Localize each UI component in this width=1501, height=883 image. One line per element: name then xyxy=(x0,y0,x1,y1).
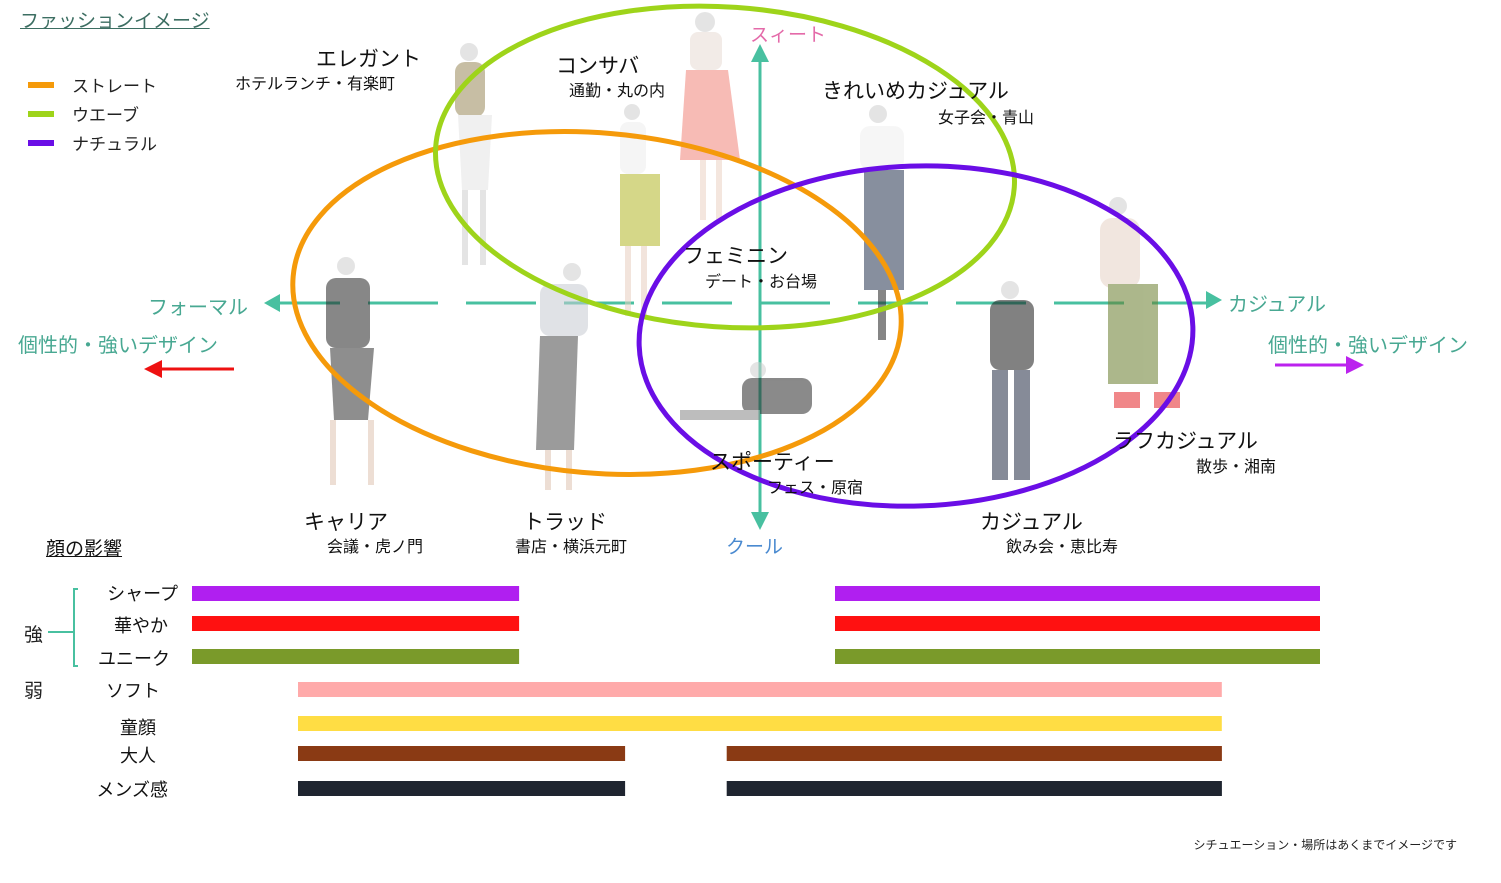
right-design-note: 個性的・強いデザイン xyxy=(1268,333,1468,357)
left-strong-design-arrow xyxy=(144,360,234,378)
bar-label-babyface: 童顔 xyxy=(120,718,156,739)
face-impact-title: 顔の影響 xyxy=(46,538,123,560)
legend-swatch-straight xyxy=(28,81,54,88)
legend-item-wave: ウエーブ xyxy=(28,101,139,126)
weak-label: 弱 xyxy=(24,680,44,702)
axis-left-label: フォーマル xyxy=(148,295,248,319)
arrow-down-icon xyxy=(751,512,769,530)
style-place-elegant: ホテルランチ・有楽町 xyxy=(235,74,396,93)
style-place-sporty: フェス・原宿 xyxy=(767,478,864,497)
arrow-right-icon xyxy=(1206,291,1222,309)
face-bar-0-0 xyxy=(192,586,520,601)
legend-label: ウエーブ xyxy=(72,106,139,126)
figure-clean-casual xyxy=(860,105,904,340)
face-bar-1-0 xyxy=(192,616,520,631)
legend-label: ナチュラル xyxy=(72,135,157,155)
style-name-casual: カジュアル xyxy=(980,510,1083,534)
face-impression-bars xyxy=(192,586,1320,796)
face-bar-4-0 xyxy=(298,716,1222,731)
bar-label-mature: 大人 xyxy=(120,746,156,767)
axis-bottom-label: クール xyxy=(726,536,784,558)
straight-ellipse xyxy=(290,129,904,477)
legend-item-natural: ナチュラル xyxy=(28,130,157,155)
strong-bracket xyxy=(48,588,78,667)
strong-label: 強 xyxy=(24,624,44,646)
style-place-traditional: 書店・横浜元町 xyxy=(515,537,628,556)
style-name-elegant: エレガント xyxy=(316,47,421,71)
style-place-conservative: 通勤・丸の内 xyxy=(569,81,666,100)
legend-swatch-natural xyxy=(28,139,54,146)
arrow-left-red-icon xyxy=(144,360,162,378)
bar-label-gorgeous: 華やか xyxy=(114,616,168,637)
legend-label: ストレート xyxy=(72,77,157,97)
arrow-up-icon xyxy=(751,44,769,62)
style-name-feminine: フェミニン xyxy=(683,244,788,268)
face-bar-5-0 xyxy=(298,746,626,761)
page-title: ファッションイメージ xyxy=(20,10,210,32)
style-place-relaxed-casual: 散歩・湘南 xyxy=(1196,457,1277,476)
bar-label-soft: ソフト xyxy=(106,681,160,702)
style-place-feminine: デート・お台場 xyxy=(705,272,818,291)
style-name-career: キャリア xyxy=(304,510,388,534)
face-bar-5-1 xyxy=(726,746,1222,761)
style-place-clean-casual: 女子会・青山 xyxy=(938,108,1035,127)
style-name-sporty: スポーティー xyxy=(710,450,835,474)
bar-label-masculine: メンズ感 xyxy=(96,780,168,801)
arrow-right-purple-icon xyxy=(1346,356,1364,374)
style-name-relaxed-casual: ラフカジュアル xyxy=(1113,429,1258,453)
face-bar-6-0 xyxy=(298,781,626,796)
figure-casual xyxy=(990,281,1034,480)
style-place-career: 会議・虎ノ門 xyxy=(327,537,424,556)
face-bar-6-1 xyxy=(726,781,1222,796)
axis-top-label: スィート xyxy=(750,24,827,46)
style-name-conservative: コンサバ xyxy=(556,54,640,78)
figure-feminine-top xyxy=(680,12,740,220)
left-design-note: 個性的・強いデザイン xyxy=(18,333,218,357)
style-name-traditional: トラッド xyxy=(523,510,607,534)
face-bar-2-0 xyxy=(192,649,520,664)
style-place-casual: 飲み会・恵比寿 xyxy=(1006,537,1119,556)
arrow-left-icon xyxy=(264,294,280,312)
face-bar-2-1 xyxy=(835,649,1320,664)
style-name-clean-casual: きれいめカジュアル xyxy=(822,79,1009,103)
bar-label-sharp: シャープ xyxy=(107,584,178,605)
natural-ellipse xyxy=(636,163,1196,509)
right-strong-design-arrow xyxy=(1275,356,1364,374)
face-bar-3-0 xyxy=(298,682,1222,697)
figure-elegant xyxy=(455,43,492,265)
fashion-figures xyxy=(326,12,1180,490)
type-ellipses xyxy=(290,3,1196,509)
face-bar-0-1 xyxy=(835,586,1320,601)
axis-right-label: カジュアル xyxy=(1228,292,1326,316)
figure-career xyxy=(326,257,374,485)
bar-label-unique: ユニーク xyxy=(98,649,170,670)
vertical-axis xyxy=(751,44,769,530)
legend-item-straight: ストレート xyxy=(28,72,157,97)
wave-ellipse xyxy=(432,3,1018,331)
figure-sporty xyxy=(680,362,812,420)
face-bar-1-1 xyxy=(835,616,1320,631)
legend-swatch-wave xyxy=(28,110,54,117)
horizontal-axis xyxy=(264,291,1222,312)
footnote: シチュエーション・場所はあくまでイメージです xyxy=(1193,838,1457,852)
